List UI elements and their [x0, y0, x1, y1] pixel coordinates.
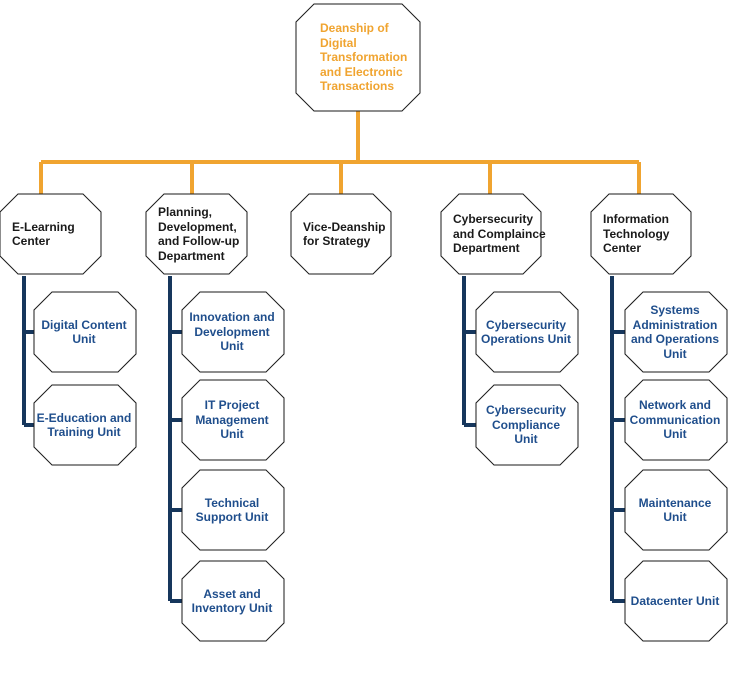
department-node-cybersecurity-line: and Complaince — [453, 226, 546, 241]
department-node-itc-line: Technology — [603, 226, 670, 241]
unit-node-line: Unit — [663, 510, 687, 524]
unit-node-line: Cybersecurity — [485, 403, 567, 418]
department-node-planning-line: Development, — [158, 219, 237, 234]
unit-node-line: Unit — [663, 427, 687, 442]
department-node-elearning-line: E-Learning — [12, 219, 75, 234]
unit-node-line: Unit — [72, 332, 96, 346]
unit-box-shape — [475, 384, 579, 466]
root-node-line: Deanship of — [320, 21, 389, 36]
unit-node-line: E-Education and — [36, 410, 132, 425]
unit-node-line: Operations Unit — [480, 332, 571, 346]
root-box-shape — [295, 3, 421, 112]
unit-box-shape — [33, 384, 137, 466]
department-node-itc-line: Information — [603, 212, 669, 227]
unit-node-line: Compliance — [491, 417, 560, 432]
department-node-itc-line: Center — [603, 241, 642, 256]
unit-node-line: Unit — [220, 427, 244, 442]
unit-box-shape — [475, 291, 579, 373]
unit-node-line: IT Project — [204, 398, 260, 413]
unit-box-shape — [624, 469, 728, 551]
unit-box-shape — [624, 560, 728, 642]
unit-node-line: Datacenter Unit — [630, 593, 720, 608]
unit-node-line: Asset and — [203, 586, 261, 601]
department-box-shape — [290, 193, 392, 275]
unit-node-line: Network and — [638, 398, 711, 413]
root-node-line: and Electronic — [320, 64, 403, 79]
unit-box-shape — [181, 560, 285, 642]
unit-node-line: Technical — [204, 495, 260, 510]
unit-node-line: Communication — [629, 412, 721, 427]
unit-node-line: Cybersecurity — [485, 317, 567, 332]
unit-node-line: Inventory Unit — [191, 601, 273, 615]
unit-box-shape — [181, 469, 285, 551]
unit-node-line: Management — [195, 412, 269, 427]
department-node-planning-line: Planning, — [158, 205, 212, 219]
unit-node-line: and Operations — [630, 332, 719, 346]
unit-node: Datacenter Unit — [627, 561, 723, 641]
department-box-shape — [145, 193, 248, 275]
unit-node-line: Unit — [220, 339, 244, 354]
root-node-line: Transformation — [320, 50, 408, 65]
unit-node-line: Support Unit — [195, 510, 269, 524]
unit-box-shape — [181, 379, 285, 461]
department-node-vice-strategy-line: for Strategy — [303, 234, 371, 248]
unit-node-line: Unit — [663, 346, 687, 361]
unit-box-shape — [624, 379, 728, 461]
root-node-line: Transactions — [320, 79, 395, 94]
department-box-shape — [590, 193, 692, 275]
department-node-cybersecurity-line: Department — [453, 241, 520, 256]
department-box-shape — [440, 193, 542, 275]
unit-node-line: Training Unit — [47, 425, 121, 439]
unit-node-line: Administration — [632, 317, 718, 332]
unit-node-line: Maintenance — [638, 495, 712, 510]
department-box-shape — [0, 193, 102, 275]
root-node-line: Digital — [320, 35, 357, 50]
department-node-elearning-line: Center — [12, 234, 51, 248]
unit-node-line: Development — [194, 324, 270, 339]
department-node-cybersecurity-line: Cybersecurity — [453, 212, 534, 227]
department-node-planning-line: Department — [158, 248, 225, 263]
unit-node-line: Innovation and — [189, 310, 275, 325]
unit-node-line: Digital Content — [41, 317, 127, 332]
department-node-planning-line: and Follow-up — [158, 234, 240, 248]
unit-box-shape — [181, 291, 285, 373]
unit-box-shape — [624, 291, 728, 373]
unit-node-line: Unit — [514, 432, 538, 447]
unit-node-line: Systems — [650, 303, 700, 317]
unit-box-shape — [33, 291, 137, 373]
department-node-vice-strategy-line: Vice-Deanship — [303, 219, 386, 234]
